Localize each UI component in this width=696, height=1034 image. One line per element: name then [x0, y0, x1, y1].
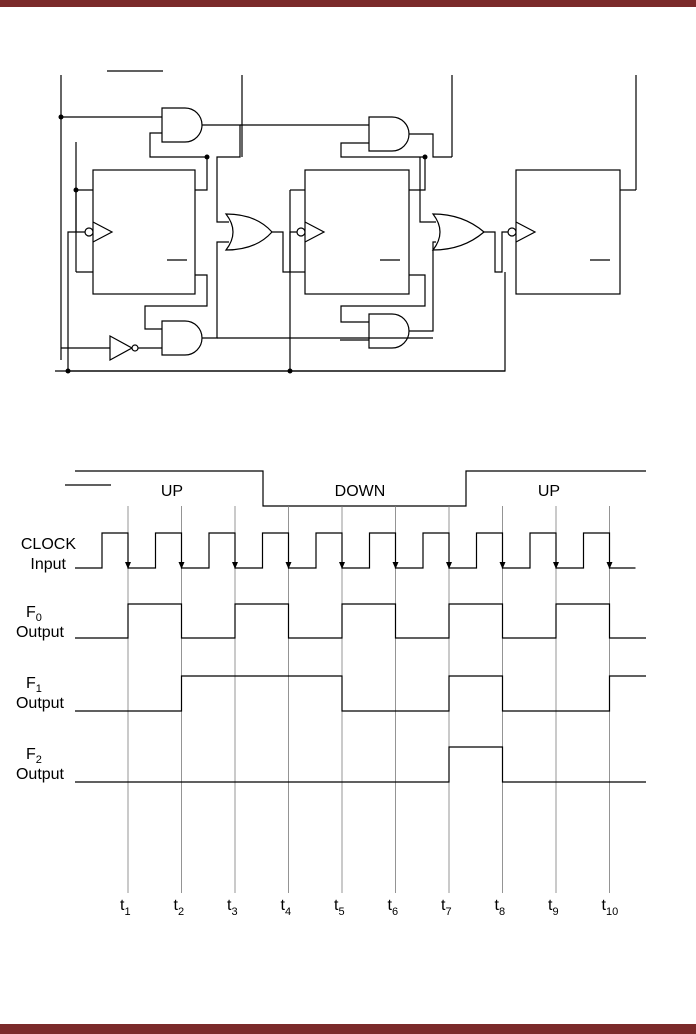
- time-marker-label: t6: [388, 897, 399, 918]
- or-gate-2: [431, 213, 485, 251]
- flip-flop-1: [304, 169, 410, 295]
- mode-label-down: DOWN: [335, 483, 386, 500]
- bottom-border-bar: [0, 1024, 696, 1034]
- time-marker-label: t3: [227, 897, 238, 918]
- clock-edge-arrow: [446, 562, 452, 569]
- and-gate-top-2: [368, 116, 410, 152]
- time-marker-label: t2: [174, 897, 185, 918]
- clock-edge-arrow: [499, 562, 506, 569]
- time-marker-label: t9: [548, 897, 559, 918]
- clock-edge-arrow: [285, 562, 292, 569]
- and-gate-bottom-1: [161, 320, 203, 356]
- mode-label-up-1: UP: [161, 483, 183, 500]
- signal-f2-label: F2: [26, 746, 42, 766]
- circuit-diagram: [55, 70, 637, 374]
- clock-edge-arrow: [339, 562, 345, 569]
- clock-edge-arrow: [553, 562, 559, 569]
- time-marker-label: t1: [120, 897, 131, 918]
- inverter-bubble: [131, 344, 139, 352]
- time-marker-label: t4: [281, 897, 292, 918]
- time-marker-label: t7: [441, 897, 452, 918]
- mode-label-up-2: UP: [538, 483, 560, 500]
- flip-flop-0: [92, 169, 196, 295]
- inverter: [109, 334, 134, 362]
- time-marker-labels: t1 t2 t3 t4 t5 t6 t7 t8 t9 t10: [120, 897, 618, 918]
- mode-waveform: [75, 470, 646, 507]
- clock-edge-arrow: [232, 562, 238, 569]
- time-marker-label: t8: [495, 897, 506, 918]
- clock-edge-arrow: [178, 562, 185, 569]
- clock-waveform: [75, 532, 636, 569]
- signal-f0-line2: Output: [16, 624, 65, 641]
- clock-edge-arrow: [125, 562, 131, 569]
- clock-trace: [75, 532, 636, 569]
- signal-f2-line2: Output: [16, 766, 65, 783]
- time-marker-label: t10: [602, 897, 619, 918]
- and-gate-top-1: [161, 107, 203, 143]
- signal-f0-label: F0: [26, 604, 42, 624]
- f0-waveform: [75, 603, 646, 639]
- clock-edge-arrow: [392, 562, 399, 569]
- timing-diagram: UP DOWN UP CLOCK Input F0 Output F1 Outp…: [16, 470, 646, 918]
- clock-inputs: [84, 221, 537, 243]
- f2-trace: [75, 746, 646, 783]
- junction-dots: [58, 114, 428, 374]
- top-border-bar: [0, 0, 696, 7]
- or-gate-1: [224, 213, 273, 251]
- time-marker-label: t5: [334, 897, 345, 918]
- signal-f1-label: F1: [26, 675, 42, 695]
- flip-flop-2: [515, 169, 621, 295]
- signal-clock-label: CLOCK: [21, 536, 76, 553]
- f1-waveform: [75, 675, 646, 712]
- f1-trace: [75, 675, 646, 712]
- clock-edge-arrow: [606, 562, 613, 569]
- and-gate-bottom-2: [368, 313, 410, 349]
- signal-f1-line2: Output: [16, 695, 65, 712]
- f2-waveform: [75, 746, 646, 783]
- circuit-wires: [55, 75, 637, 372]
- f0-trace: [75, 603, 646, 639]
- signal-clock-line2: Input: [30, 556, 66, 573]
- time-marker-lines: [127, 506, 610, 893]
